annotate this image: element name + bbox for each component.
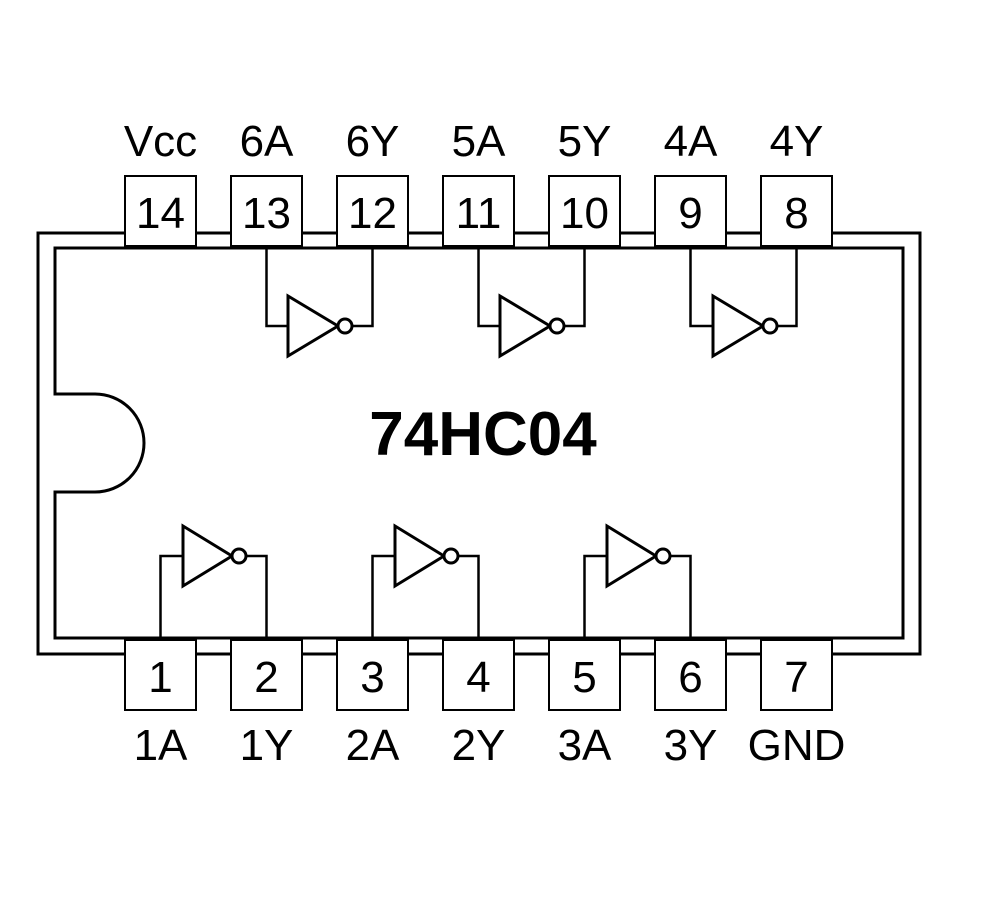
inverter-triangle — [605, 523, 659, 589]
pin-label: 1A — [134, 721, 188, 770]
input-wire — [583, 554, 607, 638]
pin-number: 12 — [348, 189, 397, 238]
pin-box — [230, 639, 303, 711]
pin-label: 4Y — [770, 117, 824, 166]
pin-label: 3A — [558, 721, 612, 770]
pin-box — [442, 639, 515, 711]
pin-label: 4A — [664, 117, 718, 166]
pin-box — [230, 175, 303, 247]
pin-label: 5Y — [558, 117, 612, 166]
pin-number: 2 — [254, 653, 278, 702]
pin-4: 4 2Y — [442, 639, 515, 770]
input-wire — [159, 554, 183, 638]
output-wire — [564, 248, 586, 328]
input-wire — [371, 554, 395, 638]
pin-number: 4 — [466, 653, 490, 702]
inverter-1 — [159, 523, 268, 638]
inverter-2 — [371, 523, 480, 638]
pin-10: 10 5Y — [548, 117, 621, 247]
pin-2: 2 1Y — [230, 639, 303, 770]
pin-7: 7 GND — [748, 639, 846, 770]
inverter-6 — [265, 248, 374, 359]
pin-box — [442, 175, 515, 247]
output-wire — [352, 248, 374, 328]
pin-12: 12 6Y — [336, 117, 409, 247]
bottom-pins: 1 1A 2 1Y 3 2A 4 2Y 5 3A 6 3Y — [124, 639, 846, 770]
pin-label: 5A — [452, 117, 506, 166]
inverter-bubble — [548, 317, 566, 335]
pin-label: 6A — [240, 117, 294, 166]
pin-number: 14 — [136, 189, 185, 238]
pin-box — [654, 639, 727, 711]
output-wire — [777, 248, 798, 328]
inverter-triangle — [286, 293, 341, 359]
bottom-inverters — [159, 523, 692, 638]
pin-box — [548, 175, 621, 247]
pin-number: 5 — [572, 653, 596, 702]
inverter-triangle — [393, 523, 447, 589]
inverter-bubble — [230, 547, 248, 565]
pin-3: 3 2A — [336, 639, 409, 770]
pin-label: 2Y — [452, 721, 506, 770]
pin-label: GND — [748, 721, 846, 770]
pin-box — [124, 175, 197, 247]
pin-8: 8 4Y — [760, 117, 833, 247]
inverter-triangle — [181, 523, 235, 589]
input-wire — [265, 248, 288, 328]
inverter-bubble — [761, 317, 779, 335]
output-wire — [670, 554, 692, 638]
pin-6: 6 3Y — [654, 639, 727, 770]
pin-number: 13 — [242, 189, 291, 238]
pin-number: 11 — [456, 189, 502, 238]
pin-11: 11 5A — [442, 117, 515, 247]
pin-number: 7 — [784, 653, 808, 702]
pin-box — [124, 639, 197, 711]
pin-box — [548, 639, 621, 711]
pin-1: 1 1A — [124, 639, 197, 770]
inverter-triangle — [498, 293, 553, 359]
inverter-3 — [583, 523, 692, 638]
pin-number: 1 — [148, 653, 172, 702]
input-wire — [689, 248, 713, 328]
inverter-4 — [689, 248, 798, 359]
pin-number: 8 — [784, 189, 808, 238]
inverter-triangle — [711, 293, 766, 359]
package-inner-outline-with-notch — [53, 246, 905, 640]
pin-box — [336, 175, 409, 247]
output-wire — [246, 554, 268, 638]
inverter-bubble — [654, 547, 672, 565]
pin-label: 1Y — [240, 721, 294, 770]
pin-5: 5 3A — [548, 639, 621, 770]
pin-label: 6Y — [346, 117, 400, 166]
pin-box — [336, 639, 409, 711]
top-inverters — [265, 248, 798, 359]
pin-number: 10 — [560, 189, 609, 238]
pin-box — [760, 639, 833, 711]
pin-number: 6 — [678, 653, 702, 702]
pin-box — [654, 175, 727, 247]
pin-label: Vcc — [124, 117, 197, 166]
pin-label: 3Y — [664, 721, 718, 770]
output-wire — [458, 554, 480, 638]
pin-14: 14 Vcc — [124, 117, 197, 247]
pin-number: 9 — [678, 189, 702, 238]
pin-label: 2A — [346, 721, 400, 770]
pin-number: 3 — [360, 653, 384, 702]
top-pins: 14 Vcc 13 6A 12 6Y 11 5A 10 5Y 9 4A — [124, 117, 833, 247]
pin-13: 13 6A — [230, 117, 303, 247]
inverter-5 — [477, 248, 586, 359]
input-wire — [477, 248, 500, 328]
inverter-bubble — [336, 317, 354, 335]
pin-box — [760, 175, 833, 247]
chip-part-number: 74HC04 — [369, 400, 597, 469]
pin-9: 9 4A — [654, 117, 727, 247]
inverter-bubble — [442, 547, 460, 565]
